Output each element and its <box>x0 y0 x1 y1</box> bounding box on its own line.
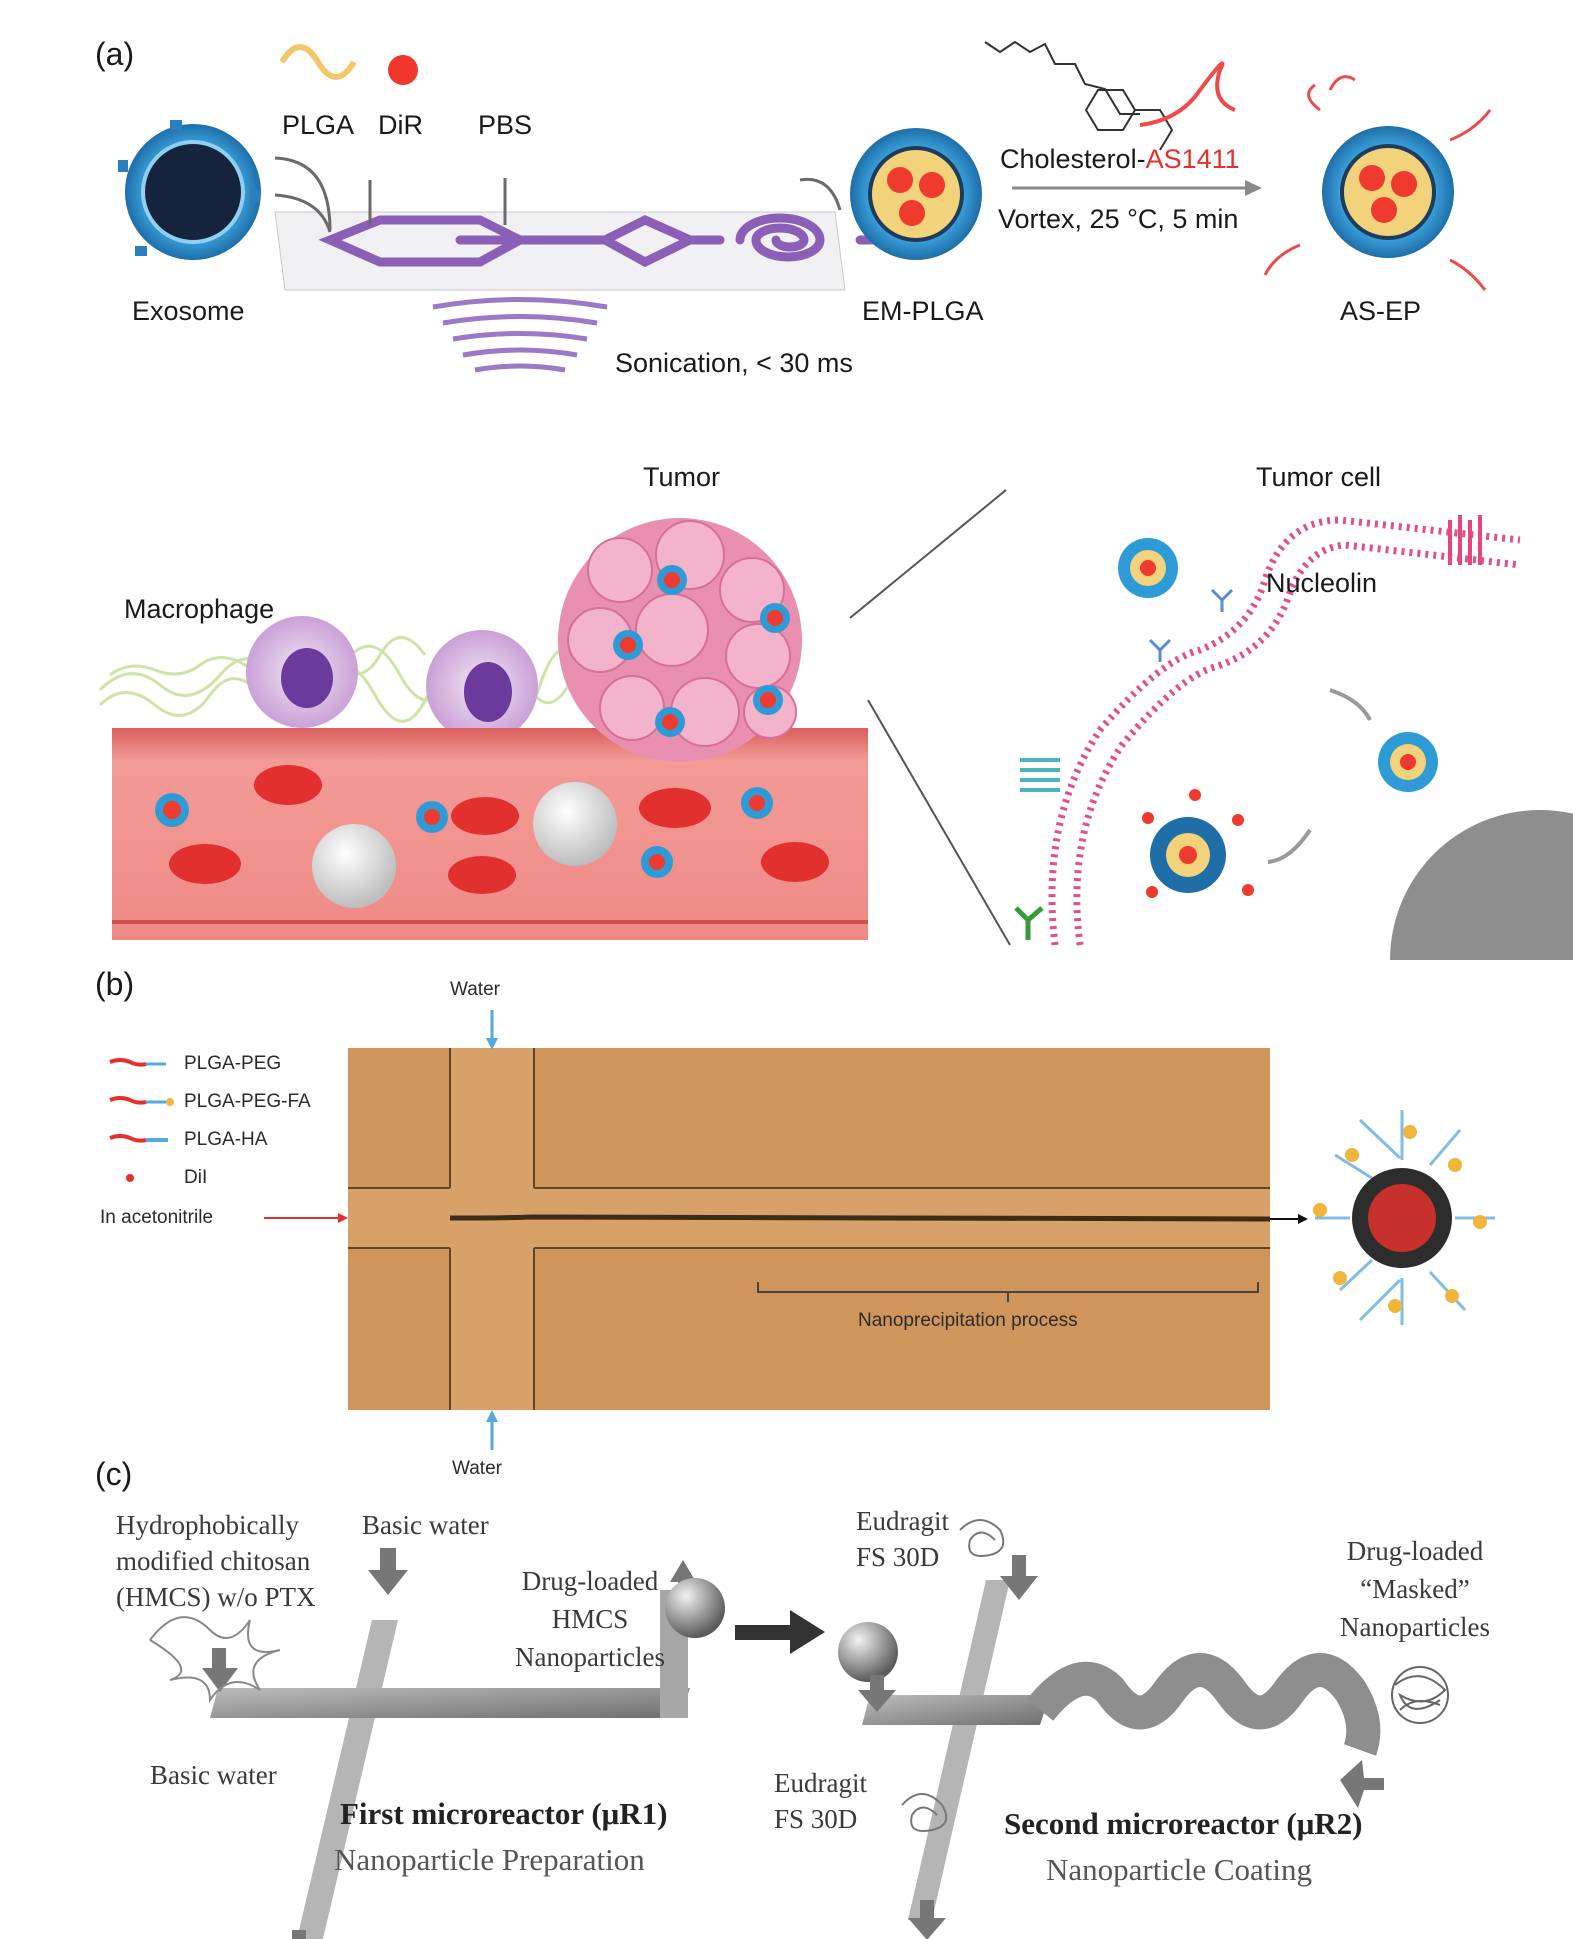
legend-plga-ha: PLGA-HA <box>184 1129 268 1150</box>
dir-label: DiR <box>378 110 423 140</box>
hmcs-nanoparticle-icon <box>665 1578 725 1638</box>
polymer-nanoparticle-icon <box>1313 1110 1495 1325</box>
polymer-label-3: (HMCS) w/o PTX <box>116 1582 316 1612</box>
legend-icons <box>109 1058 174 1182</box>
exosome-label: Exosome <box>132 296 245 326</box>
masked-label-3: Nanoparticles <box>1340 1612 1490 1642</box>
panel-a-illustration <box>98 40 1573 960</box>
tumor-label: Tumor <box>643 462 721 492</box>
sonication-label: Sonication, < 30 ms <box>615 348 853 378</box>
masked-label-2: “Masked” <box>1360 1574 1470 1604</box>
process-label: Nanoprecipitation process <box>858 1310 1078 1331</box>
reactor-2-title: Second microreactor (μR2) <box>1004 1806 1363 1841</box>
microreactor-2 <box>862 1580 1381 1920</box>
panel-c-label: (c) <box>95 1456 133 1492</box>
aptamer-name: AS1411 <box>1145 144 1240 174</box>
panel-b-label: (b) <box>95 966 135 1002</box>
as-ep-label: AS-EP <box>1340 296 1422 326</box>
conditions-label: Vortex, 25 °C, 5 min <box>998 204 1239 234</box>
solvent-label: In acetonitrile <box>100 1207 214 1228</box>
legend-plga-peg-fa: PLGA-PEG-FA <box>184 1091 311 1112</box>
receptor-green-icon <box>1014 906 1044 940</box>
hmcs-polymer-icon <box>149 1616 281 1704</box>
masked-nanoparticle-icon <box>1391 1666 1449 1724</box>
microreactor-1 <box>210 1590 690 1939</box>
pbs-label: PBS <box>478 110 533 140</box>
tumor-icon <box>558 518 802 762</box>
cholesterol-aptamer-icon <box>984 40 1236 151</box>
panel-c-illustration <box>149 1519 1449 1939</box>
np-label-2: HMCS <box>551 1604 629 1634</box>
plga-label: PLGA <box>282 110 355 140</box>
panel-b-illustration <box>109 1010 1495 1450</box>
released-drug-icon <box>1142 789 1254 898</box>
reactor-1-subtitle: Nanoparticle Preparation <box>334 1842 645 1877</box>
polymer-label-2: modified chitosan <box>116 1546 311 1576</box>
em-plga-icon <box>850 128 982 260</box>
tumor-cell-label: Tumor cell <box>1256 462 1382 492</box>
masked-label-1: Drug-loaded <box>1346 1536 1484 1566</box>
bound-particle-icon <box>1118 538 1438 893</box>
legend-plga-peg: PLGA-PEG <box>184 1053 282 1074</box>
nucleolin-label: Nucleolin <box>1266 568 1378 598</box>
eudragit-bottom-label-1: Eudragit <box>774 1768 867 1798</box>
focused-stream <box>449 1214 1271 1222</box>
receptor-teal-icon <box>1020 758 1060 792</box>
red-blood-cell-icon <box>169 765 829 894</box>
reagent-label: Cholesterol-AS1411 <box>1000 144 1240 174</box>
plga-wave-icon <box>279 44 357 80</box>
em-plga-label: EM-PLGA <box>862 296 984 326</box>
serpentine-channel <box>1026 1653 1381 1756</box>
microfluidic-chip <box>274 211 846 291</box>
reactor-1-title: First microreactor (μR1) <box>340 1796 668 1831</box>
sonication-waves-icon <box>432 297 608 373</box>
eudragit-bottom-label-2: FS 30D <box>774 1804 858 1834</box>
np-label-3: Nanoparticles <box>515 1642 665 1672</box>
dir-dot-icon <box>388 55 418 85</box>
macrophage-icon <box>246 616 538 742</box>
process-bracket <box>757 1282 1259 1302</box>
np-label-1: Drug-loaded <box>521 1566 659 1596</box>
eudragit-top-label-2: FS 30D <box>856 1542 940 1572</box>
nanoparticle-icon <box>155 787 773 878</box>
cell-membrane-icon <box>1048 516 1521 946</box>
nucleolin-icon <box>1148 588 1234 662</box>
eudragit-top-label-1: Eudragit <box>856 1506 949 1536</box>
reactor-2-subtitle: Nanoparticle Coating <box>1046 1852 1312 1887</box>
macrophage-label: Macrophage <box>124 594 275 624</box>
polymer-label-1: Hydrophobically <box>116 1510 299 1540</box>
receptor-icon <box>1448 515 1482 565</box>
panel-a-label: (a) <box>95 36 135 72</box>
white-blood-cell-icon <box>312 782 617 908</box>
exosome-icon <box>118 120 261 260</box>
transfer-arrow-icon <box>735 1610 825 1654</box>
basic-water-top-label: Basic water <box>362 1510 489 1540</box>
nucleus-icon <box>1390 810 1573 960</box>
eudragit-polymer-icon <box>901 1519 1005 1832</box>
legend-dil: DiI <box>184 1167 208 1188</box>
basic-water-bottom-label: Basic water <box>150 1760 277 1790</box>
as-ep-icon <box>1263 75 1492 291</box>
water-bottom-label: Water <box>452 1458 502 1479</box>
water-top-label: Water <box>450 979 500 1000</box>
flow-arrow-icon <box>202 1548 696 1939</box>
